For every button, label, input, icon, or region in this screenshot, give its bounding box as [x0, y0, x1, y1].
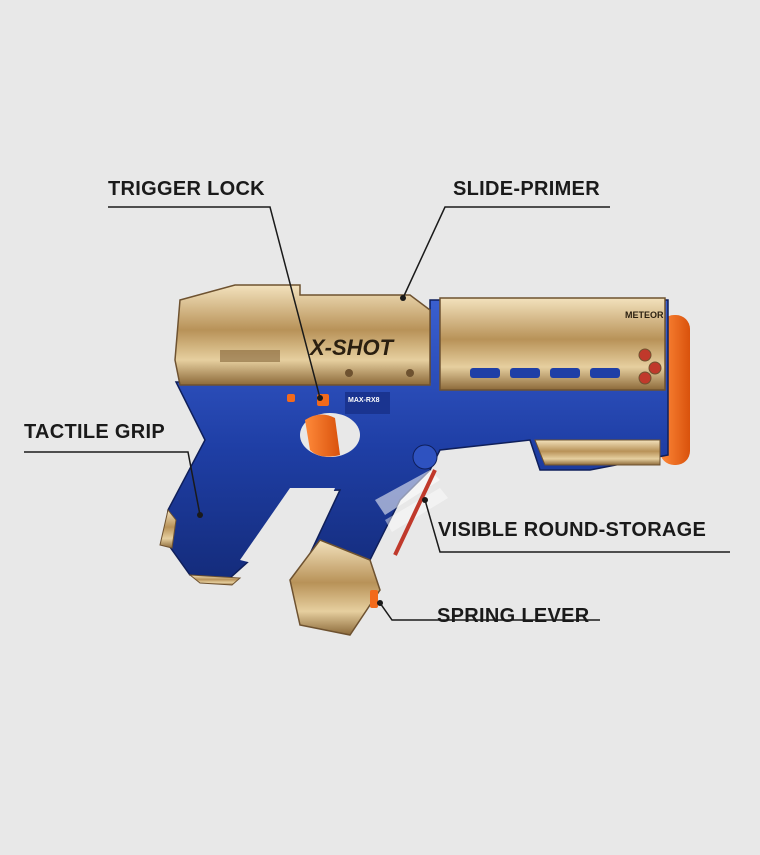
- callout-spring-lever: SPRING LEVER: [437, 605, 590, 627]
- trigger: [300, 413, 360, 457]
- round-storage-line: [424, 499, 730, 553]
- model-mark: METEOR: [625, 310, 664, 320]
- round-storage: [375, 444, 448, 556]
- tactile-grip-line: [24, 451, 201, 516]
- slide-primer-line: [402, 206, 610, 299]
- spec-plate: MAX-RX8: [345, 392, 390, 414]
- callout-tactile-grip: TACTILE GRIP: [24, 421, 166, 443]
- callout-lines: [24, 206, 730, 621]
- slide-primer-part: X-SHOT: [174, 284, 431, 386]
- spring-lever-line: [379, 602, 600, 621]
- trigger-lock-line: [108, 206, 321, 399]
- front-shroud: METEOR: [439, 297, 666, 466]
- spec-mark: MAX-RX8: [348, 397, 380, 404]
- magazine-base: [289, 539, 381, 636]
- brand-mark: X-SHOT: [308, 335, 395, 360]
- grip-plate: [159, 508, 242, 586]
- callout-slide-primer: SLIDE-PRIMER: [453, 178, 600, 200]
- callout-trigger-lock: TRIGGER LOCK: [108, 178, 265, 200]
- callout-dots: [197, 295, 428, 606]
- callout-round-storage: VISIBLE ROUND-STORAGE: [438, 519, 707, 541]
